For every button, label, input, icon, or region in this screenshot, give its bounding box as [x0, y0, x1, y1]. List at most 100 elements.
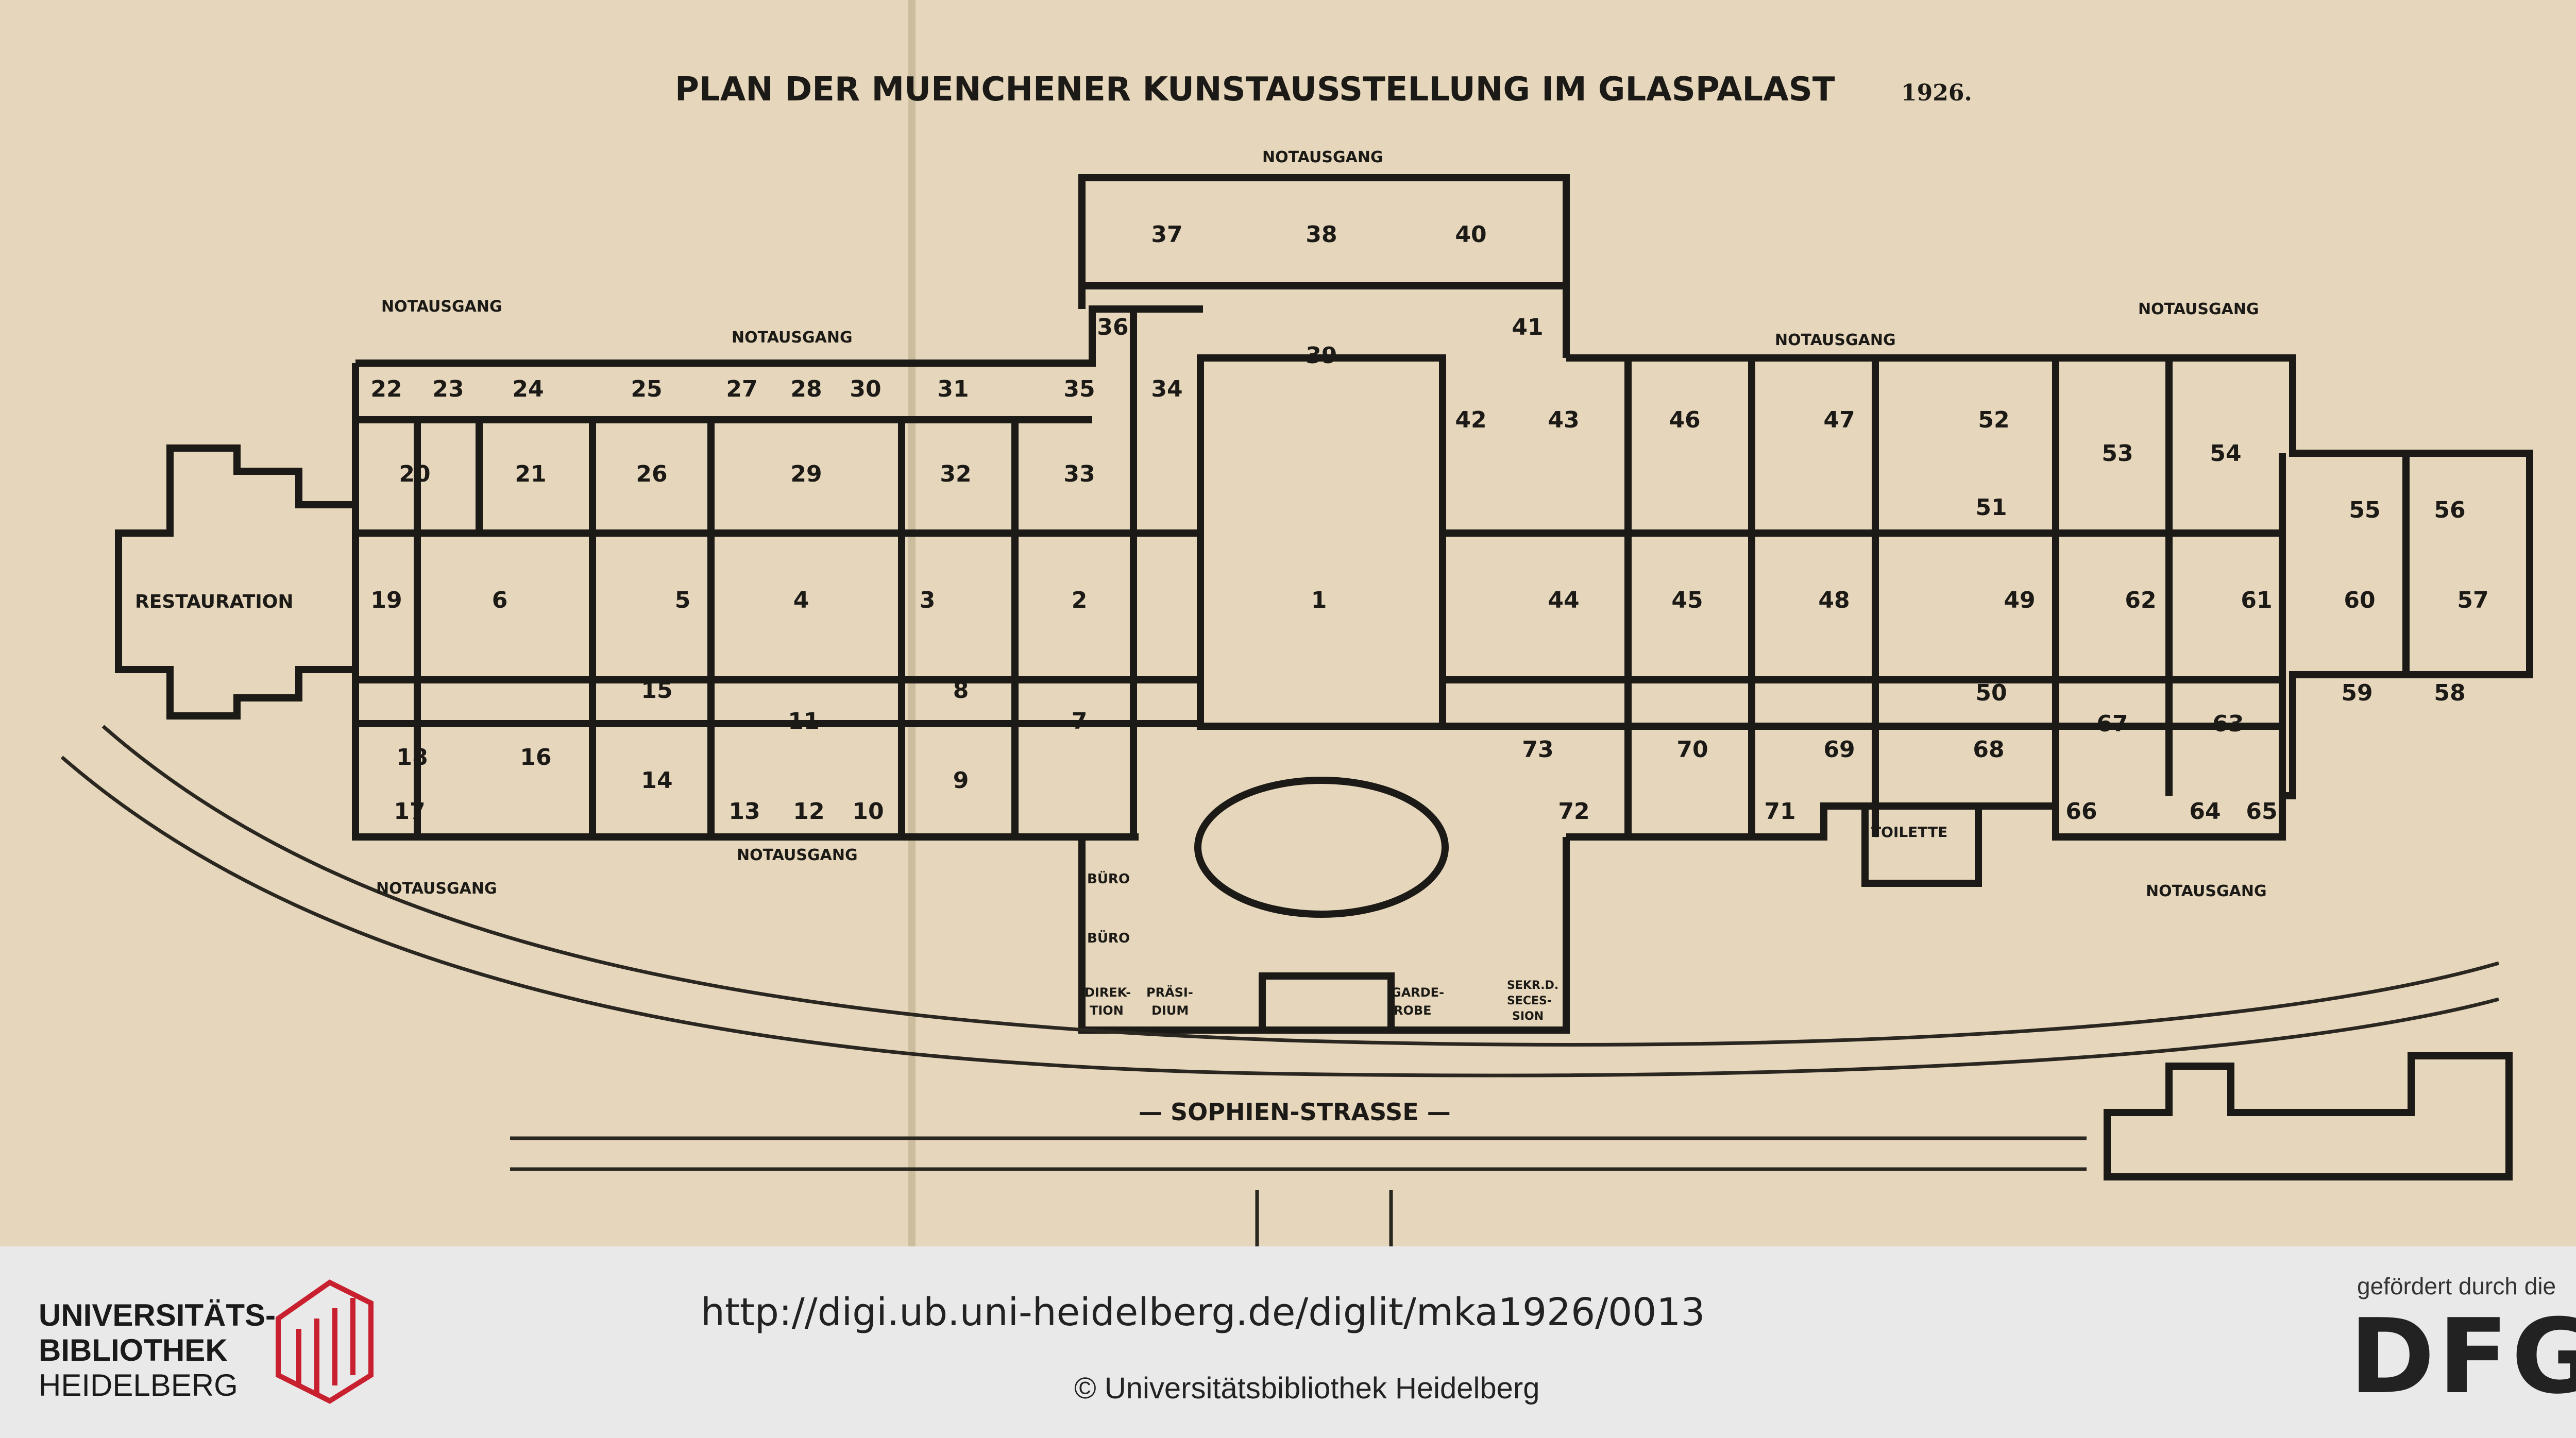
plan-year: 1926.: [1901, 80, 1972, 106]
room-label: 49: [2004, 587, 2035, 613]
room-label: 68: [1973, 737, 2004, 763]
room-label: 5: [675, 587, 691, 613]
room-label: 40: [1455, 221, 1486, 248]
emergency-exit-label: NOTAUSGANG: [732, 329, 853, 347]
emergency-exit-label: NOTAUSGANG: [2146, 882, 2267, 900]
room-label: 39: [1306, 343, 1337, 369]
room-label: 46: [1669, 407, 1700, 433]
room-label: 26: [636, 461, 667, 487]
room-label: 56: [2434, 497, 2465, 523]
digitization-footer: [0, 1246, 2576, 1438]
room-label: 59: [2341, 680, 2372, 706]
room-label: 23: [432, 376, 464, 402]
funding-caption: gefördert durch die: [2357, 1273, 2556, 1299]
room-label: 15: [641, 677, 672, 704]
annex-building: [2104, 1052, 2513, 1180]
room-label: 14: [641, 767, 672, 794]
room-label: 2: [1072, 587, 1088, 613]
room-label: 65: [2246, 798, 2277, 825]
library-name-line2: BIBLIOTHEK: [39, 1333, 228, 1367]
room-label: 33: [1063, 461, 1095, 487]
room-label: 21: [515, 461, 546, 487]
library-name-line1: UNIVERSITÄTS-: [39, 1298, 276, 1332]
room-label: 45: [1671, 587, 1703, 613]
restauration-label: RESTAURATION: [135, 591, 293, 612]
room-label: 69: [1823, 737, 1855, 763]
room-label: 43: [1548, 407, 1579, 433]
room-label: 67: [2096, 711, 2128, 737]
room-label: 47: [1823, 407, 1855, 433]
room-label: 54: [2210, 440, 2241, 467]
building-walls: [115, 174, 2533, 1034]
room-label: 70: [1676, 737, 1708, 763]
office-label: BÜRO: [1087, 870, 1130, 887]
room-label: 37: [1151, 221, 1182, 248]
emergency-exit-label: NOTAUSGANG: [2138, 300, 2259, 318]
library-emblem-icon: [276, 1279, 374, 1404]
room-label: 51: [1975, 494, 2007, 521]
room-label: 22: [370, 376, 402, 402]
office-label: GARDE-: [1391, 985, 1444, 1000]
emergency-exit-label: NOTAUSGANG: [1775, 331, 1896, 349]
permalink-url[interactable]: http://digi.ub.uni-heidelberg.de/diglit/…: [701, 1290, 1705, 1334]
copyright-notice: © Universitätsbibliothek Heidelberg: [1074, 1372, 1540, 1405]
room-label: 9: [953, 767, 969, 794]
room-label: 8: [953, 677, 969, 704]
entrance-rotunda: [1194, 777, 1449, 918]
room-label: 29: [790, 461, 822, 487]
room-label: 30: [850, 376, 881, 402]
room-label: 38: [1306, 221, 1337, 248]
emergency-exit-label: NOTAUSGANG: [737, 846, 858, 864]
room-label: 48: [1818, 587, 1850, 613]
room-label: 73: [1522, 737, 1553, 763]
room-label: 61: [2241, 587, 2272, 613]
room-label: 27: [726, 376, 757, 402]
room-label: 42: [1455, 407, 1486, 433]
room-label: 19: [370, 587, 402, 613]
room-label: 64: [2189, 798, 2221, 825]
floor-plan-map: PLAN DER MUENCHENER KUNSTAUSSTELLUNG IM …: [60, 0, 2533, 1246]
room-label: 58: [2434, 680, 2465, 706]
room-label: 63: [2212, 711, 2244, 737]
scanned-plan: PLAN DER MUENCHENER KUNSTAUSSTELLUNG IM …: [60, 0, 2533, 1246]
room-label: 10: [852, 798, 884, 825]
room-label: 6: [492, 587, 508, 613]
office-label: DIUM: [1151, 1003, 1189, 1018]
room-label: 16: [520, 744, 551, 771]
office-label: ROBE: [1394, 1003, 1432, 1018]
office-label: SION: [1512, 1010, 1544, 1023]
toilette-label: TOILETTE: [1871, 824, 1947, 841]
plan-annotations: RESTAURATION TOILETTE — SOPHIEN-STRASSE …: [135, 148, 2267, 1126]
room-label: 24: [512, 376, 544, 402]
room-label: 17: [394, 798, 425, 825]
street-label: — SOPHIEN-STRASSE —: [1139, 1098, 1451, 1126]
room-label: 41: [1512, 314, 1543, 340]
office-label: DIREK-: [1084, 985, 1131, 1000]
room-label: 32: [940, 461, 971, 487]
room-label: 35: [1063, 376, 1095, 402]
university-library-logo[interactable]: UNIVERSITÄTS- BIBLIOTHEK HEIDELBERG: [39, 1298, 276, 1403]
room-label: 3: [920, 587, 936, 613]
room-label: 18: [396, 744, 428, 771]
room-label: 36: [1097, 314, 1128, 340]
room-label: 12: [793, 798, 824, 825]
room-label: 31: [937, 376, 969, 402]
dfg-logo[interactable]: DFG: [2349, 1297, 2576, 1417]
plan-title: PLAN DER MUENCHENER KUNSTAUSSTELLUNG IM …: [675, 71, 1835, 109]
roads: [60, 725, 2499, 1246]
room-label: 53: [2102, 440, 2133, 467]
room-label: 1: [1311, 587, 1327, 613]
room-label: 4: [793, 587, 809, 613]
room-label: 13: [728, 798, 760, 825]
emergency-exit-label: NOTAUSGANG: [381, 298, 502, 316]
office-label: TION: [1090, 1003, 1124, 1018]
room-label: 55: [2349, 497, 2380, 523]
library-name-line3: HEIDELBERG: [39, 1368, 238, 1402]
room-label: 7: [1072, 708, 1088, 734]
room-label: 34: [1151, 376, 1182, 402]
room-label: 72: [1558, 798, 1589, 825]
room-label: 66: [2065, 798, 2097, 825]
room-label: 20: [399, 461, 430, 487]
office-label: BÜRO: [1087, 929, 1130, 946]
office-label: SEKR.D.: [1507, 979, 1558, 992]
